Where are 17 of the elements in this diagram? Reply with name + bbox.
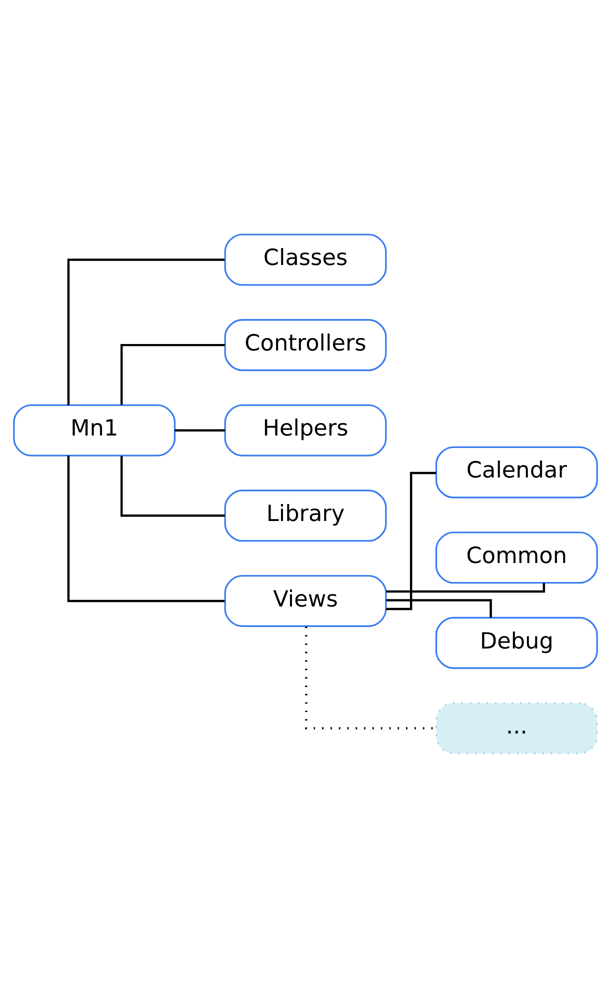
connector [120, 455, 225, 516]
node-box: ... [435, 702, 598, 754]
connector [120, 343, 225, 404]
node-box: Debug [435, 616, 598, 668]
node-box: Controllers [224, 318, 387, 371]
connector [67, 258, 225, 405]
connector [386, 582, 546, 592]
node-box: Mn1 [13, 404, 176, 456]
node-box: Classes [224, 233, 387, 286]
node-box: Views [224, 574, 387, 626]
connector [174, 428, 225, 431]
node-box: Helpers [224, 404, 387, 456]
node-box: Library [224, 489, 387, 542]
connector [386, 471, 436, 610]
connector [67, 455, 225, 602]
node-box: Calendar [435, 446, 598, 498]
node-box: Common [435, 531, 598, 584]
